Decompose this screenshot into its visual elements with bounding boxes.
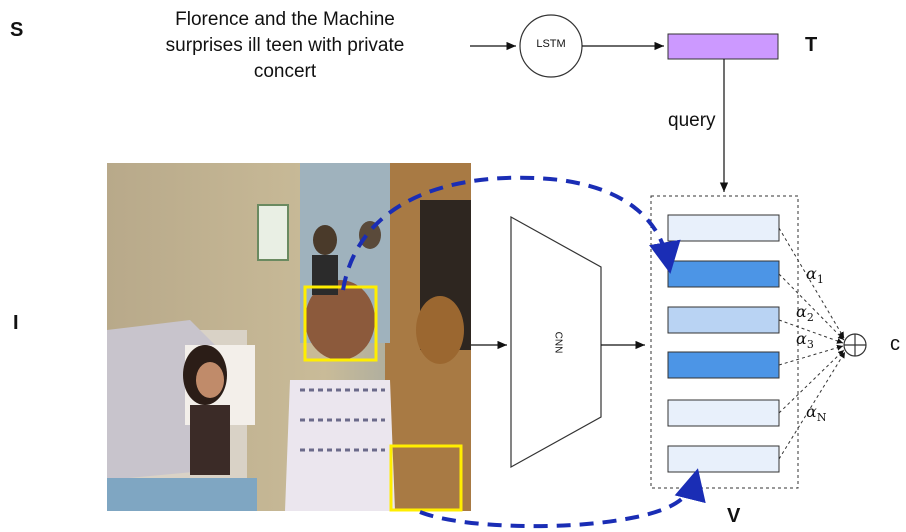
attention-arrow-upper: [341, 175, 681, 291]
input-sentence: Florence and the Machine surprises ill t…: [100, 7, 470, 85]
feature-vector-4: [667, 351, 780, 379]
sentence-line-2: surprises ill teen with private: [165, 35, 405, 56]
alpha-label-3: α3: [796, 329, 814, 352]
cnn-block: [510, 215, 602, 469]
input-image: [107, 163, 471, 512]
row-label-s: S: [10, 19, 24, 41]
query-vector-t: [667, 33, 779, 60]
sentence-line-1: Florence and the Machine: [175, 9, 395, 30]
cnn-label: CNN: [552, 331, 564, 354]
feature-vector-2: [667, 260, 780, 288]
label-v: V: [727, 505, 741, 527]
sentence-line-3: concert: [253, 61, 317, 82]
query-label: query: [668, 110, 716, 131]
feature-vector-1: [667, 214, 780, 242]
attention-box-lower: [389, 444, 463, 512]
label-t: T: [805, 34, 818, 56]
alpha-label-2: α2: [796, 302, 814, 325]
row-label-i: I: [13, 312, 19, 334]
alpha-label-n: αN: [806, 402, 827, 425]
context-label-c: c: [890, 333, 900, 355]
feature-vector-5: [667, 399, 780, 427]
alpha-label-1: α1: [806, 264, 824, 287]
sum-operator-icon: [843, 333, 867, 357]
attention-weight-arrows: [778, 227, 846, 460]
feature-container-v: [650, 195, 799, 489]
lstm-label: LSTM: [536, 38, 566, 50]
feature-vector-6: [667, 445, 780, 473]
attention-box-upper: [303, 285, 378, 362]
feature-vector-3: [667, 306, 780, 334]
